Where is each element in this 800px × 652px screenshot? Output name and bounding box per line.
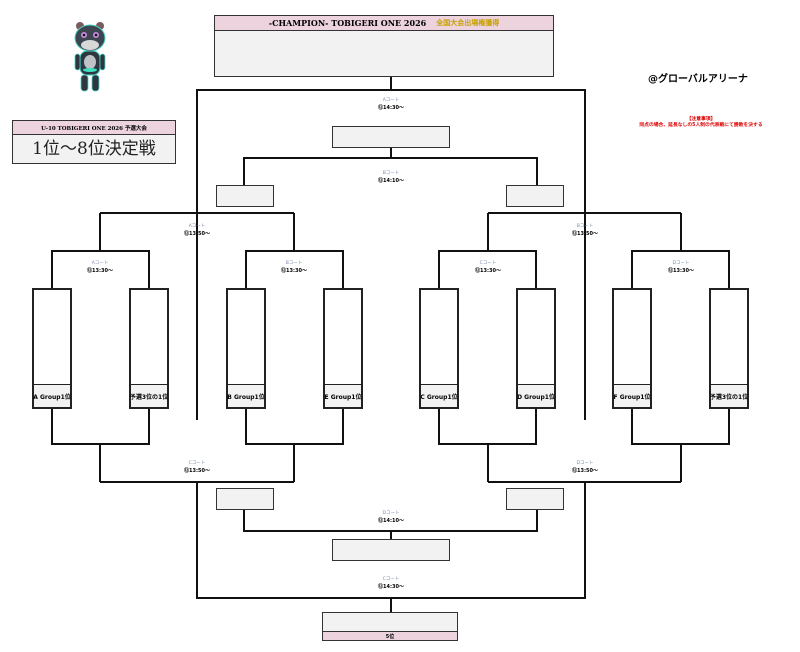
third-place-winner-box — [332, 126, 450, 148]
fifth-place-box: 5位 — [322, 612, 458, 641]
event-title-box: U-10 TOBIGERI ONE 2026 予選大会 1位〜8位決定戦 — [12, 120, 176, 164]
fifth-final-loser-box — [332, 539, 450, 561]
notice: 【注意事項】 同点の場合、延長なしの5人制の代表戦にて勝敗を決する — [606, 117, 796, 129]
champion-box: -CHAMPION- TOBIGERI ONE 2026 全国大会出場権獲得 — [214, 15, 554, 77]
champion-title: -CHAMPION- TOBIGERI ONE 2026 — [268, 18, 427, 28]
team-slot: C Group1位 — [419, 288, 459, 409]
lower-winner-box-right — [506, 488, 564, 510]
team-slot: 予選3位の1位 — [129, 288, 169, 409]
champion-award: 全国大会出場権獲得 — [436, 19, 500, 27]
semi-loser-box-right — [506, 185, 564, 207]
team-slot: 予選3位の1位 — [709, 288, 749, 409]
semi-court-label-left: Aコート ⑫13:50〜 — [184, 224, 210, 237]
round1-court-label-2: Bコート ⑫13:30〜 — [281, 261, 307, 274]
round1-court-label-3: Cコート ⑫13:30〜 — [475, 261, 501, 274]
team-slot: F Group1位 — [612, 288, 652, 409]
event-subtitle: U-10 TOBIGERI ONE 2026 予選大会 — [13, 121, 175, 135]
venue-label: @グローバルアリーナ — [648, 74, 748, 85]
team-slot: D Group1位 — [516, 288, 556, 409]
fifth-final-court-label: Cコート ⑫14:30〜 — [378, 577, 404, 590]
lower-winner-box-left — [216, 488, 274, 510]
event-title: 1位〜8位決定戦 — [32, 139, 156, 159]
team-slot: A Group1位 — [32, 288, 72, 409]
team-slot: E Group1位 — [323, 288, 363, 409]
round1-court-label-4: Dコート ⑫13:30〜 — [668, 261, 694, 274]
lower-semi-court-label-left: Cコート ⑫13:50〜 — [184, 461, 210, 474]
team-slot: B Group1位 — [226, 288, 266, 409]
fifth-place-label: 5位 — [323, 631, 457, 640]
semi-loser-box-left — [216, 185, 274, 207]
hippo-mascot-icon — [68, 20, 112, 96]
notice-text: 同点の場合、延長なしの5人制の代表戦にて勝敗を決する — [639, 122, 763, 128]
round1-court-label-1: Aコート ⑫13:30〜 — [87, 261, 113, 274]
champion-header: -CHAMPION- TOBIGERI ONE 2026 全国大会出場権獲得 — [215, 16, 553, 31]
third-place-court-label: Bコート ⑫14:10〜 — [378, 171, 404, 184]
lower-semi-court-label-right: Dコート ⑫13:50〜 — [572, 461, 598, 474]
final-court-label: Aコート ⑫14:30〜 — [378, 98, 404, 111]
fifth-semi-court-label: Dコート ⑫14:10〜 — [378, 511, 404, 524]
notice-heading: 【注意事項】 — [686, 117, 716, 122]
semi-court-label-right: Bコート ⑫13:50〜 — [572, 224, 598, 237]
